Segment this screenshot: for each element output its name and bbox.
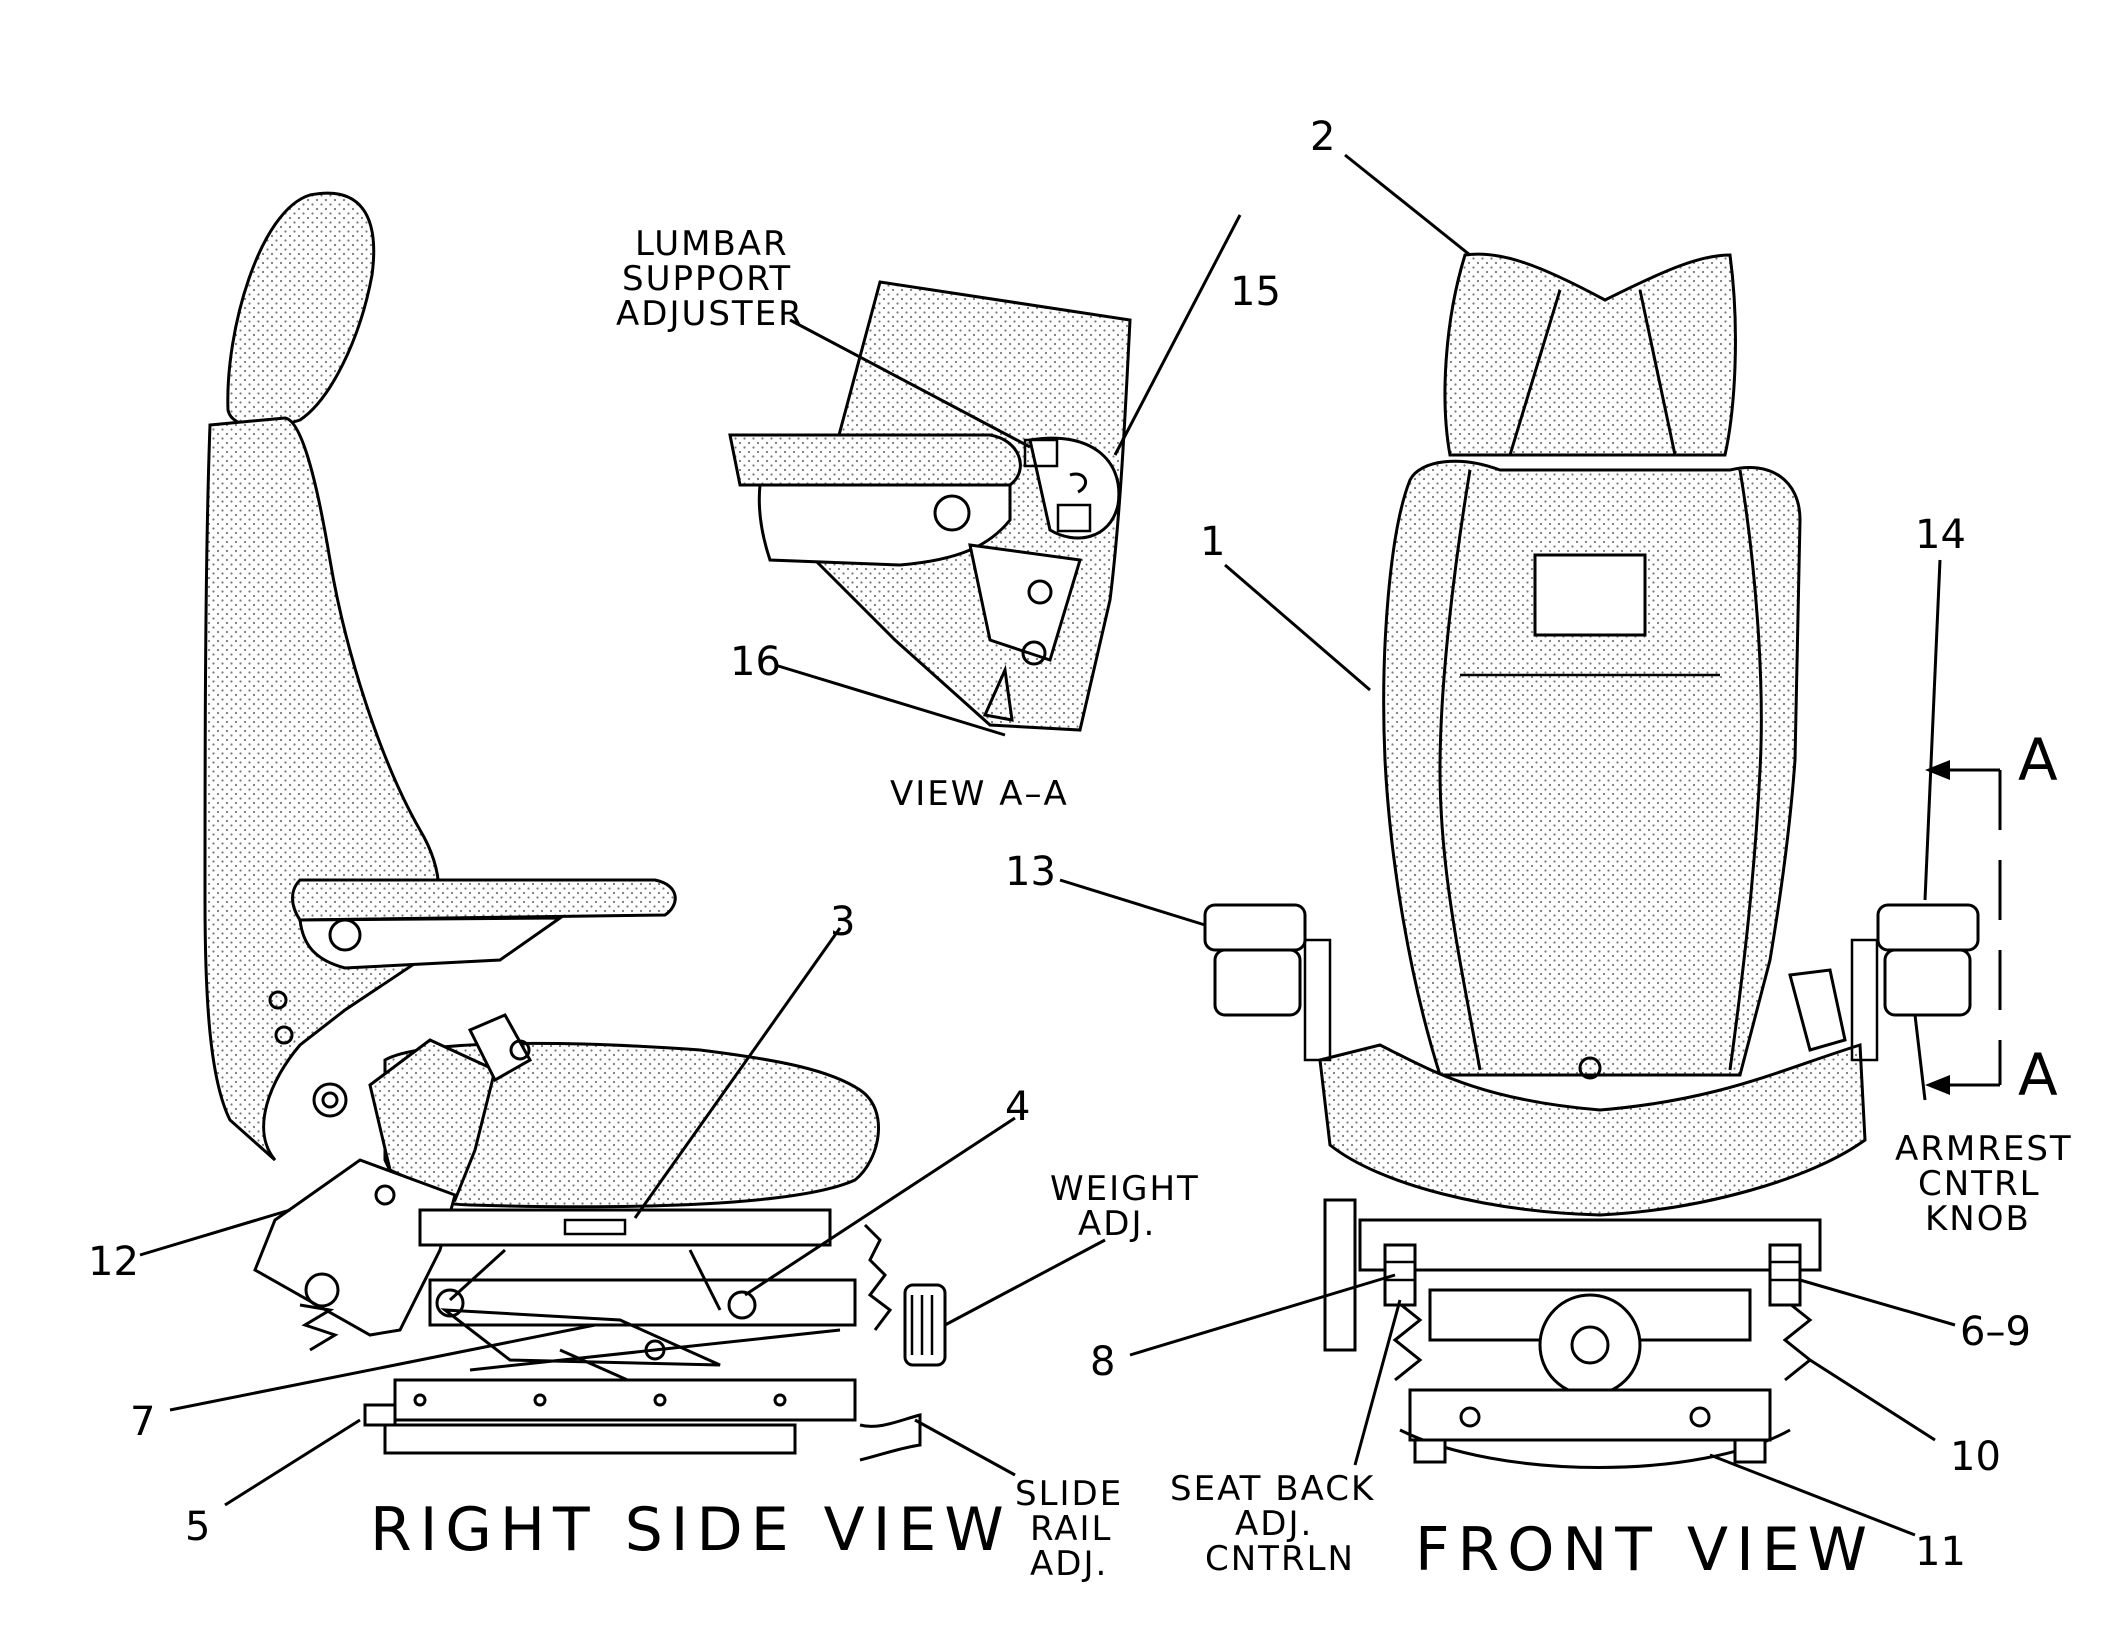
lumbar-label-line-2: SUPPORT bbox=[622, 259, 792, 299]
leader-lines bbox=[139, 153, 1956, 1537]
right-side-view-title: RIGHT SIDE VIEW bbox=[370, 1495, 1012, 1565]
callout-1: 1 bbox=[1200, 519, 1225, 565]
lumbar-label-line-3: ADJUSTER bbox=[616, 294, 804, 334]
armrest-knob-label-line-2: CNTRL bbox=[1918, 1164, 2041, 1204]
slide-rail-label-line-3: ADJ. bbox=[1030, 1544, 1108, 1584]
section-cut-marker: A A bbox=[1925, 726, 2058, 1109]
seat-back-adj-label-line-2: ADJ. bbox=[1235, 1504, 1313, 1544]
lumbar-label-line-1: LUMBAR bbox=[635, 224, 789, 264]
callout-15: 15 bbox=[1230, 269, 1281, 315]
seat-back-adj-label-line-1: SEAT BACK bbox=[1170, 1469, 1375, 1509]
armrest-knob-label-line-1: ARMREST bbox=[1895, 1129, 2073, 1169]
side-view-seat bbox=[203, 191, 947, 1462]
callout-16: 16 bbox=[730, 639, 781, 685]
slide-rail-label-line-2: RAIL bbox=[1030, 1509, 1112, 1549]
callout-8: 8 bbox=[1090, 1339, 1115, 1385]
view-aa-label: VIEW A–A bbox=[890, 774, 1069, 814]
callout-14: 14 bbox=[1915, 512, 1966, 558]
callout-7: 7 bbox=[130, 1399, 155, 1445]
callout-13: 13 bbox=[1005, 849, 1056, 895]
callout-numbers: 2 1 15 16 13 14 3 4 12 7 5 8 6–9 10 11 bbox=[88, 114, 2031, 1575]
callout-3: 3 bbox=[830, 899, 855, 945]
callout-11: 11 bbox=[1915, 1529, 1966, 1575]
callout-12: 12 bbox=[88, 1239, 139, 1285]
section-mark-a-top: A bbox=[2018, 726, 2058, 794]
armrest-knob-label-line-3: KNOB bbox=[1925, 1199, 2031, 1239]
callout-2: 2 bbox=[1310, 114, 1335, 160]
callout-4: 4 bbox=[1005, 1084, 1030, 1130]
detail-view-aa bbox=[728, 280, 1132, 732]
callout-10: 10 bbox=[1950, 1434, 2001, 1480]
front-view-title: FRONT VIEW bbox=[1415, 1515, 1875, 1585]
front-view-seat bbox=[1203, 252, 1980, 1469]
callout-6-9: 6–9 bbox=[1960, 1309, 2031, 1355]
seat-back-adj-label-line-3: CNTRLN bbox=[1205, 1539, 1355, 1579]
callout-5: 5 bbox=[185, 1504, 210, 1550]
slide-rail-label-line-1: SLIDE bbox=[1015, 1474, 1123, 1514]
annotation-labels: LUMBAR SUPPORT ADJUSTER VIEW A–A WEIGHT … bbox=[370, 224, 2073, 1585]
weight-adj-label-line-1: WEIGHT bbox=[1050, 1169, 1200, 1209]
section-mark-a-bottom: A bbox=[2018, 1041, 2058, 1109]
weight-adj-label-line-2: ADJ. bbox=[1078, 1204, 1156, 1244]
